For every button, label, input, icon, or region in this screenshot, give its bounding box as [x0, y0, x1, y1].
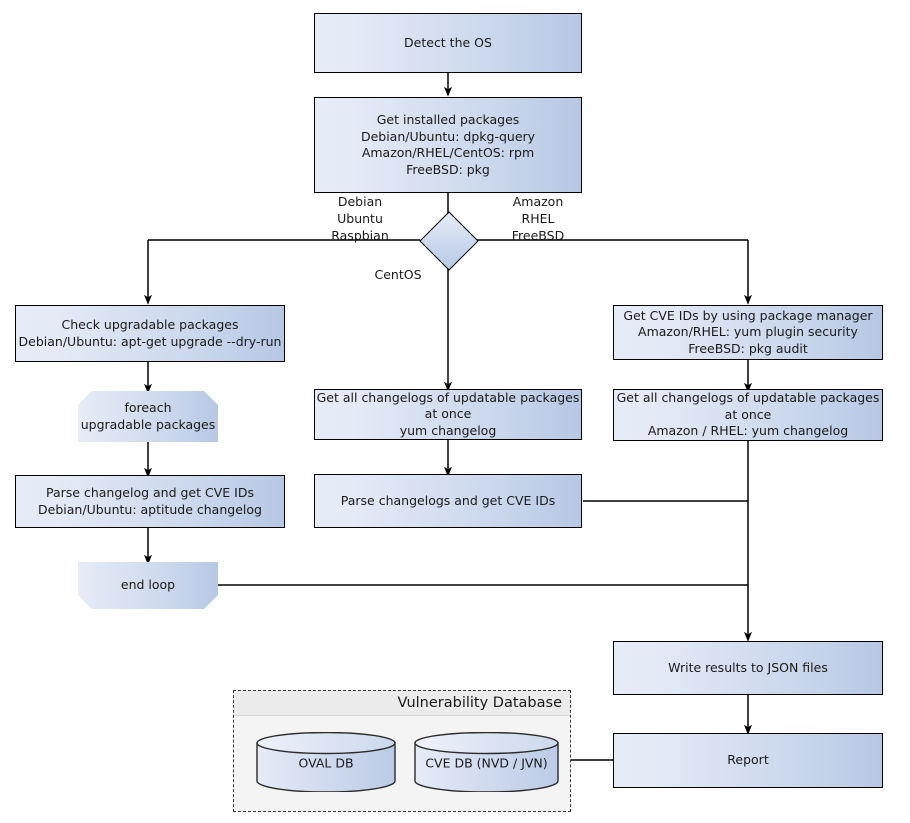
node-parse-changelog-debian[interactable]: Parse changelog and get CVE IDs Debian/U…: [15, 475, 285, 528]
node-report-label: Report: [727, 752, 769, 768]
node-get-installed-packages-label: Get installed packages Debian/Ubuntu: dp…: [360, 112, 536, 177]
node-write-results[interactable]: Write results to JSON files: [613, 641, 883, 695]
node-report[interactable]: Report: [613, 733, 883, 788]
node-end-loop[interactable]: end loop: [78, 562, 218, 609]
node-check-upgradable-label: Check upgradable packages Debian/Ubuntu:…: [18, 317, 282, 349]
db-cylinder-oval-label: OVAL DB: [298, 755, 354, 771]
node-check-upgradable[interactable]: Check upgradable packages Debian/Ubuntu:…: [15, 305, 285, 362]
node-detect-os[interactable]: Detect the OS: [314, 13, 582, 73]
db-cylinder-cve[interactable]: CVE DB (NVD / JVN): [414, 731, 559, 793]
edge-label-right-branch: Amazon RHEL FreeBSD: [511, 194, 565, 243]
node-get-cve-pkgmgr-label: Get CVE IDs by using package manager Ama…: [623, 307, 873, 356]
node-get-installed-packages[interactable]: Get installed packages Debian/Ubuntu: dp…: [314, 97, 582, 193]
edge-label-left-branch: Debian Ubuntu Raspbian: [331, 194, 389, 243]
group-vulnerability-database-title: Vulnerability Database: [397, 695, 562, 711]
edge-label-down-branch: CentOS: [374, 267, 422, 282]
node-foreach-loop[interactable]: foreach upgradable packages: [78, 391, 218, 442]
db-cylinder-oval-shape: [256, 731, 396, 793]
node-parse-changelog-debian-label: Parse changelog and get CVE IDs Debian/U…: [38, 485, 262, 517]
node-get-changelogs-centos[interactable]: Get all changelogs of updatable packages…: [314, 389, 582, 440]
group-vulnerability-database-title-bar: Vulnerability Database: [234, 691, 570, 716]
db-cylinder-cve-shape: [414, 731, 559, 793]
node-foreach-loop-label: foreach upgradable packages: [80, 399, 216, 432]
node-get-changelogs-rhel-label: Get all changelogs of updatable packages…: [616, 390, 880, 439]
node-parse-changelogs-centos[interactable]: Parse changelogs and get CVE IDs: [314, 474, 582, 528]
node-os-decision[interactable]: [419, 211, 479, 271]
node-detect-os-label: Detect the OS: [404, 34, 492, 50]
db-cylinder-oval[interactable]: OVAL DB: [256, 731, 396, 793]
node-write-results-label: Write results to JSON files: [668, 659, 828, 675]
node-get-changelogs-centos-label: Get all changelogs of updatable packages…: [316, 389, 580, 438]
node-parse-changelogs-centos-label: Parse changelogs and get CVE IDs: [340, 492, 556, 508]
node-get-changelogs-rhel[interactable]: Get all changelogs of updatable packages…: [613, 389, 883, 441]
group-vulnerability-database: Vulnerability Database: [233, 690, 571, 812]
db-cylinder-cve-label: CVE DB (NVD / JVN): [425, 755, 548, 771]
node-end-loop-label: end loop: [120, 577, 176, 593]
node-get-cve-pkgmgr[interactable]: Get CVE IDs by using package manager Ama…: [613, 305, 883, 360]
